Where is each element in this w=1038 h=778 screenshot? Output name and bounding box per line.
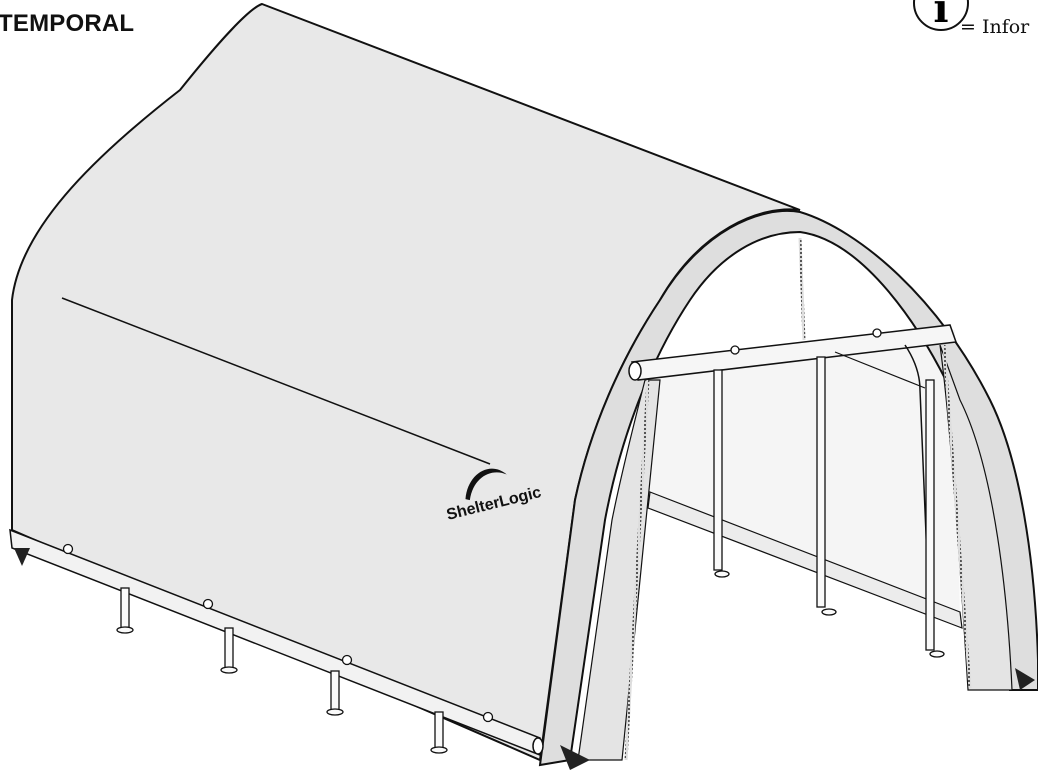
interior-floor-skirt [647,491,963,629]
rail-end-right [532,737,544,755]
info-circle-icon: i [913,0,969,32]
interior-bow [904,344,931,631]
left-zipper [624,379,650,761]
right-zipper [942,344,972,689]
info-symbol: i [933,0,948,32]
corner-bracket-front [560,745,590,770]
interior-legs [713,356,945,658]
side-base-rail [9,528,541,757]
crossbar-clip-2 [872,328,882,338]
top-zipper [798,237,806,341]
corner-bracket-right [1015,668,1035,690]
roof-crease [61,297,491,465]
brand-arc-icon [465,468,507,501]
interior-brace [834,351,926,389]
page-title: TEMPORAL [0,10,135,37]
info-legend-text: = Infor [960,16,1030,38]
left-door-panel [577,379,661,761]
crossbar-clip-1 [730,345,740,355]
corner-bracket-left [14,548,30,566]
rail-clips [62,543,494,723]
crossbar-end-left [628,361,642,381]
side-legs [116,587,448,754]
